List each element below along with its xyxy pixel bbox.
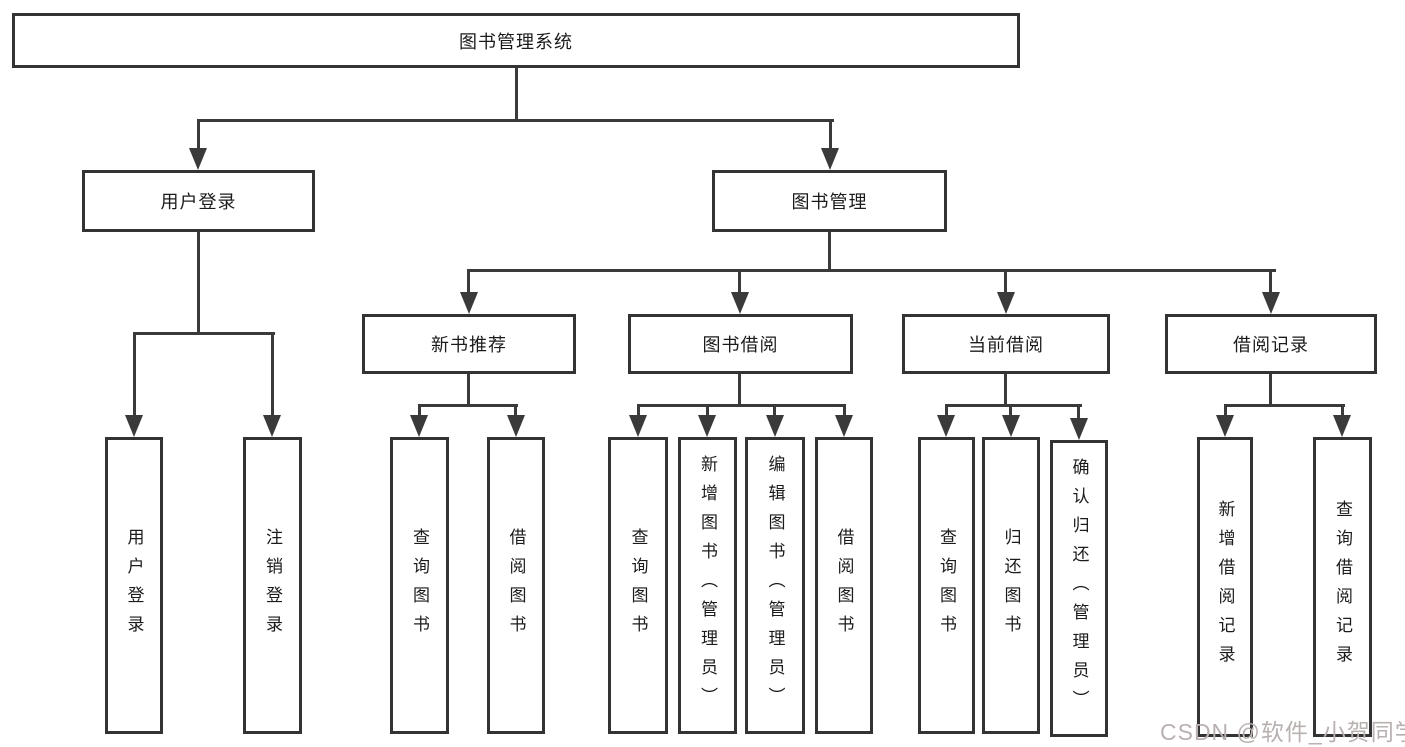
arrow-down-icon	[766, 415, 784, 437]
node-label: 新书推荐	[431, 335, 507, 355]
connector-stem	[197, 232, 200, 335]
csdn-watermark: CSDN @软件_小贺同学	[1160, 719, 1405, 745]
connector-drop	[133, 332, 136, 420]
arrow-down-icon	[1262, 292, 1280, 314]
connector-stem	[1269, 374, 1272, 407]
node-label: 图书管理系统	[459, 31, 573, 52]
connector-bus	[1224, 404, 1345, 407]
arrow-down-icon	[629, 415, 647, 437]
connector-stem	[828, 232, 831, 272]
node-new-book-recommend: 新书推荐	[362, 314, 576, 374]
connector-drop	[418, 404, 421, 420]
connector-drop	[271, 332, 274, 420]
leaf-user-login: 用户登录	[105, 437, 163, 734]
node-library-management-system: 图书管理系统	[12, 13, 1020, 68]
connector-drop	[1004, 269, 1007, 297]
arrow-down-icon	[821, 148, 839, 170]
connector-drop	[843, 404, 846, 420]
connector-drop	[1224, 404, 1227, 420]
leaf-return-books: 归还图书	[982, 437, 1040, 734]
connector-bus	[133, 332, 275, 335]
connector-drop	[1341, 404, 1344, 420]
arrow-down-icon	[997, 292, 1015, 314]
leaf-add-books-admin: 新增图书（管理员）	[678, 437, 737, 734]
arrow-down-icon	[698, 415, 716, 437]
arrow-down-icon	[460, 292, 478, 314]
leaf-borrow-books-recommend: 借阅图书	[487, 437, 545, 734]
connector-drop	[773, 404, 776, 420]
arrow-down-icon	[1002, 415, 1020, 437]
connector-stem	[467, 374, 470, 407]
leaf-confirm-return-admin: 确认归还（管理员）	[1050, 440, 1108, 737]
leaf-query-books-current: 查询图书	[918, 437, 975, 734]
connector-stem	[738, 374, 741, 407]
node-label: 借阅记录	[1233, 335, 1309, 355]
connector-drop	[829, 119, 832, 152]
node-book-management: 图书管理	[712, 170, 947, 232]
arrow-down-icon	[731, 292, 749, 314]
leaf-query-books-recommend: 查询图书	[390, 437, 449, 734]
arrow-down-icon	[410, 415, 428, 437]
leaf-edit-books-admin: 编辑图书（管理员）	[745, 437, 805, 734]
connector-drop	[738, 269, 741, 297]
node-user-login-group: 用户登录	[82, 170, 315, 232]
connector-drop	[197, 119, 200, 152]
connector-drop	[467, 269, 470, 297]
arrow-down-icon	[507, 415, 525, 437]
arrow-down-icon	[263, 415, 281, 437]
node-book-borrowing: 图书借阅	[628, 314, 853, 374]
connector-bus	[637, 404, 846, 407]
connector-drop	[1269, 269, 1272, 297]
node-borrowing-records: 借阅记录	[1165, 314, 1377, 374]
leaf-add-borrow-record: 新增借阅记录	[1197, 437, 1253, 737]
leaf-query-books-borrow: 查询图书	[608, 437, 668, 734]
connector-drop	[1077, 404, 1080, 420]
arrow-down-icon	[1070, 418, 1088, 440]
connector-drop	[945, 404, 948, 420]
arrow-down-icon	[125, 415, 143, 437]
node-label: 用户登录	[160, 192, 237, 212]
node-label: 当前借阅	[968, 335, 1044, 355]
connector-drop	[1009, 404, 1012, 420]
node-current-borrowing: 当前借阅	[902, 314, 1110, 374]
connector-drop	[706, 404, 709, 420]
connector-root-bus	[197, 119, 834, 122]
arrow-down-icon	[189, 148, 207, 170]
connector-root-stem	[515, 68, 518, 122]
arrow-down-icon	[835, 415, 853, 437]
connector-stem	[1004, 374, 1007, 407]
leaf-borrow-books: 借阅图书	[815, 437, 873, 734]
connector-drop	[637, 404, 640, 420]
node-label: 图书借阅	[702, 335, 779, 355]
leaf-logout: 注销登录	[243, 437, 302, 734]
leaf-query-borrow-record: 查询借阅记录	[1313, 437, 1372, 737]
connector-bus	[468, 269, 1276, 272]
arrow-down-icon	[1333, 415, 1351, 437]
connector-bus	[945, 404, 1082, 407]
connector-bus	[418, 404, 518, 407]
arrow-down-icon	[937, 415, 955, 437]
node-label: 图书管理	[791, 192, 868, 212]
arrow-down-icon	[1216, 415, 1234, 437]
connector-drop	[514, 404, 517, 420]
